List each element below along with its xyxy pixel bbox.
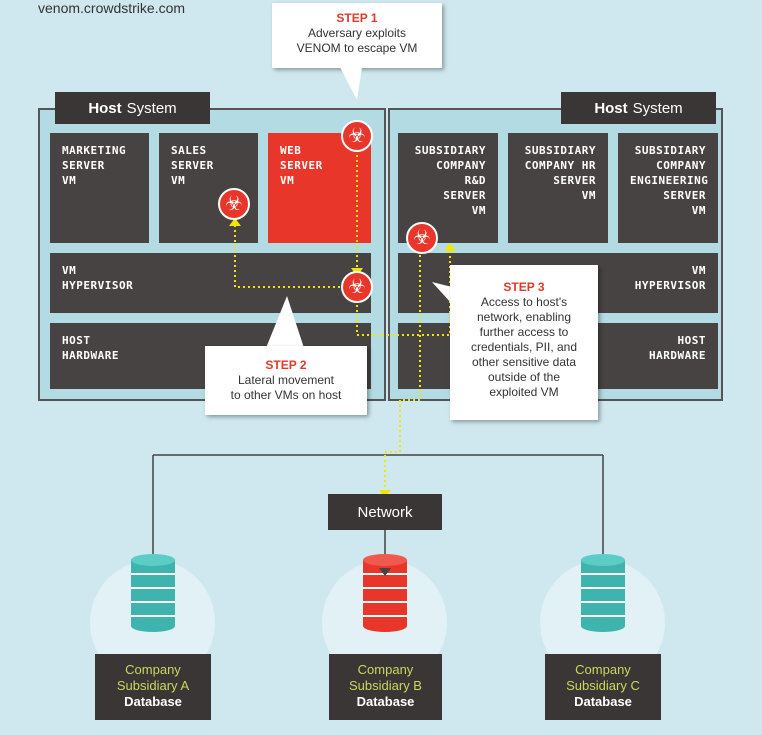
- vm-marketing: MARKETING SERVER VM: [50, 133, 149, 243]
- biohazard-icon: ☣: [406, 222, 438, 254]
- biohazard-icon: ☣: [341, 120, 373, 152]
- database-c-icon: [581, 554, 625, 632]
- vm-sales: SALES SERVER VM: [159, 133, 258, 243]
- path-arrow-sales: [229, 218, 241, 226]
- step-1-pointer: [340, 67, 362, 100]
- database-b-icon: [363, 554, 407, 632]
- biohazard-icon: ☣: [218, 188, 250, 220]
- step-3-pointer: [432, 282, 452, 304]
- network-node: Network: [328, 494, 442, 530]
- step-2-pointer: [266, 296, 304, 348]
- path-arrow-right: [444, 243, 456, 251]
- db-b-arrow: [379, 568, 391, 576]
- database-a-icon: [131, 554, 175, 632]
- biohazard-icon: ☣: [341, 271, 373, 303]
- vm-subsidiary-hr: SUBSIDIARY COMPANY HR SERVER VM: [508, 133, 608, 243]
- vm-subsidiary-engineering: SUBSIDIARY COMPANY ENGINEERING SERVER VM: [618, 133, 718, 243]
- attack-path: [234, 150, 451, 490]
- left-hypervisor: VM HYPERVISOR: [50, 253, 371, 313]
- source-url: venom.crowdstrike.com: [38, 0, 186, 16]
